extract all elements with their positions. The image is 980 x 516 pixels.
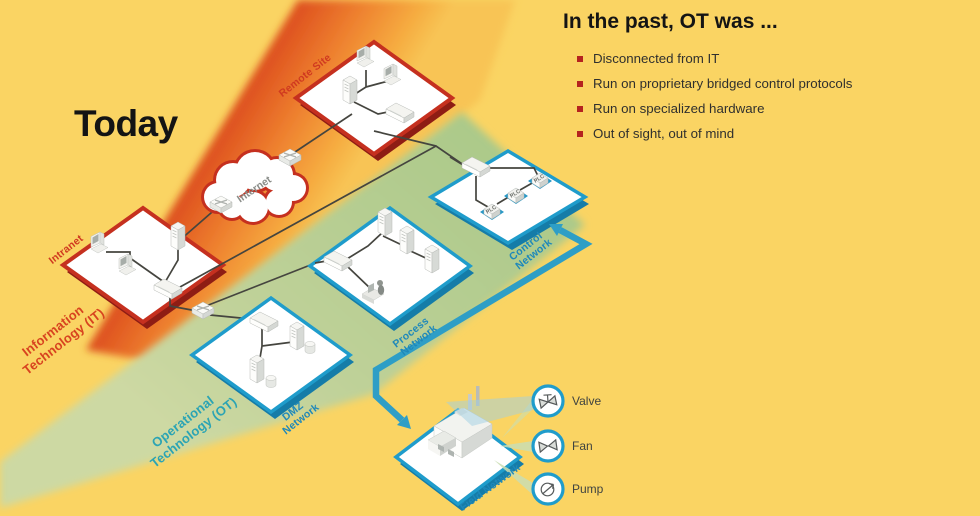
- panel-heading: In the past, OT was ...: [563, 10, 778, 33]
- bullet-square-icon: [577, 105, 583, 112]
- fan-label: Fan: [572, 439, 593, 453]
- arrow-up-icon: [549, 224, 563, 236]
- pump-icon: [540, 482, 555, 497]
- slide-title: Today: [74, 103, 178, 144]
- ot-zone-band: [0, 112, 585, 508]
- field-network: [393, 385, 524, 511]
- past-ot-panel: In the past, OT was ... Disconnected fro…: [563, 10, 968, 146]
- remote-site-devices: [342, 45, 415, 124]
- list-item: Out of sight, out of mind: [563, 121, 968, 146]
- control-network: PLC PLC PLC: [427, 148, 589, 250]
- list-item: Run on specialized hardware: [563, 96, 968, 121]
- valve-label: Valve: [572, 394, 601, 408]
- intranet-devices: [90, 221, 186, 300]
- plc-label: PLC: [509, 189, 522, 200]
- plc-label: PLC: [485, 205, 498, 216]
- bullet-square-icon: [577, 130, 583, 137]
- field-device-callouts: Valve Fan Pump: [446, 384, 604, 506]
- list-item: Run on proprietary bridged control proto…: [563, 71, 968, 96]
- control-field-arrow: [372, 224, 593, 429]
- valve-icon: [538, 394, 558, 410]
- fan-icon: [538, 438, 558, 454]
- bullet-square-icon: [577, 80, 583, 87]
- dmz-network: [189, 295, 354, 419]
- arrow-down-icon: [397, 415, 411, 429]
- list-item: Disconnected from IT: [563, 46, 968, 71]
- bullet-square-icon: [577, 55, 583, 62]
- process-network: [307, 205, 474, 331]
- bullet-list: Disconnected from IT Run on proprietary …: [563, 46, 968, 146]
- pump-label: Pump: [572, 482, 604, 496]
- plc-label: PLC: [533, 174, 546, 185]
